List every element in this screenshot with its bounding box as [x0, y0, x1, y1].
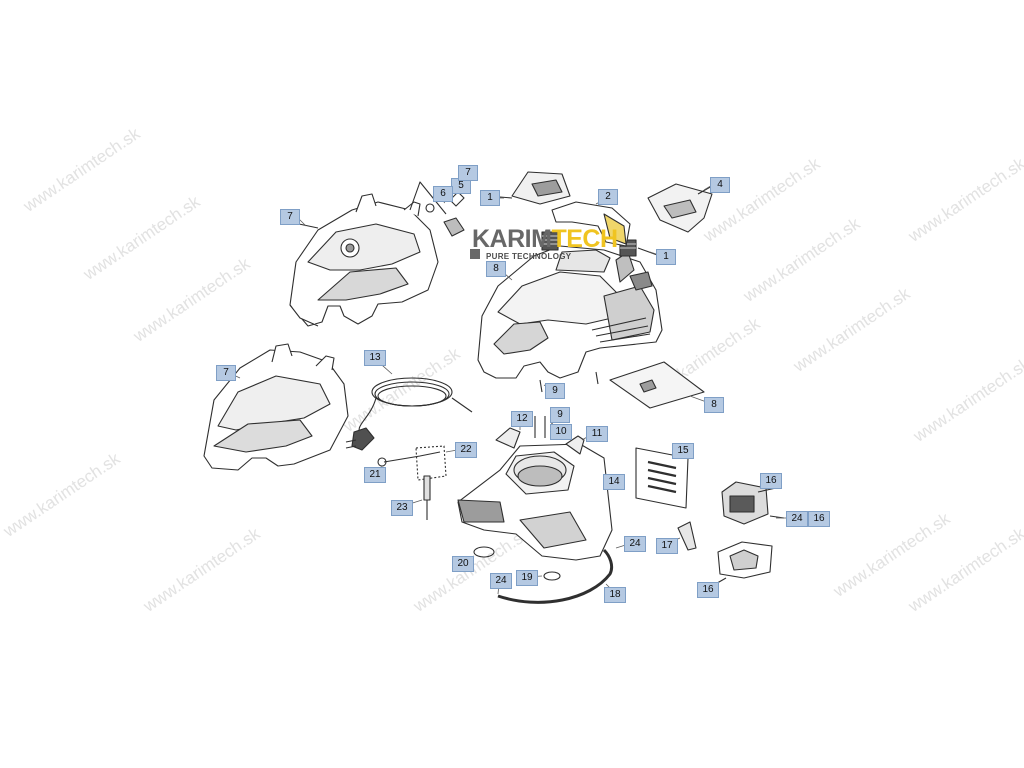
lower-housing-cover: [203, 343, 349, 471]
pump: [721, 481, 785, 525]
callout-13: 13: [364, 350, 386, 366]
callout-8: 8: [486, 261, 506, 277]
callout-7: 7: [280, 209, 300, 225]
top-left-small-parts: [298, 181, 465, 237]
callout-7: 7: [458, 165, 478, 181]
pump-bracket: [711, 541, 773, 587]
callout-16: 16: [760, 473, 782, 489]
upper-housing-cover: [289, 193, 439, 327]
callout-24: 24: [786, 511, 808, 527]
callout-19: 19: [516, 570, 538, 586]
logo-tagline: PURE TECHNOLOGY: [486, 252, 572, 261]
power-cable: [345, 377, 473, 451]
callout-4: 4: [710, 177, 730, 193]
callout-7: 7: [216, 365, 236, 381]
callout-17: 17: [656, 538, 678, 554]
callout-20: 20: [452, 556, 474, 572]
callout-6: 6: [433, 186, 453, 202]
hose-fitting: [677, 521, 697, 551]
hose: [497, 548, 614, 604]
callout-8: 8: [704, 397, 724, 413]
switch-assembly: [377, 445, 447, 520]
callout-24: 24: [624, 536, 646, 552]
callout-22: 22: [455, 442, 477, 458]
handle-part-2: [551, 201, 631, 247]
karimtech-logo: KARIMTECH PURE TECHNOLOGY: [470, 225, 618, 261]
callout-23: 23: [391, 500, 413, 516]
grille-panel: [635, 447, 689, 509]
callout-14: 14: [603, 474, 625, 490]
top-cover-part-1: [499, 171, 571, 205]
callout-10: 10: [550, 424, 572, 440]
seal-ring: [543, 571, 561, 581]
seal-ring: [473, 546, 495, 558]
callout-24: 24: [490, 573, 512, 589]
callout-1: 1: [480, 190, 500, 206]
plate-part-8: [609, 361, 705, 409]
callout-11: 11: [586, 426, 608, 442]
callout-2: 2: [598, 189, 618, 205]
callout-1: 1: [656, 249, 676, 265]
logo-square-icon: [470, 249, 480, 259]
callout-12: 12: [511, 411, 533, 427]
callout-9: 9: [550, 407, 570, 423]
callout-16: 16: [808, 511, 830, 527]
main-upper-housing: [477, 245, 663, 379]
callout-18: 18: [604, 587, 626, 603]
callout-21: 21: [364, 467, 386, 483]
top-cover-part-4: [647, 183, 713, 233]
logo-text-tech: TECH: [551, 225, 618, 253]
callout-15: 15: [672, 443, 694, 459]
callout-16: 16: [697, 582, 719, 598]
callout-9: 9: [545, 383, 565, 399]
base-frame: [457, 416, 613, 561]
logo-text-karim: KARIM: [472, 225, 552, 253]
